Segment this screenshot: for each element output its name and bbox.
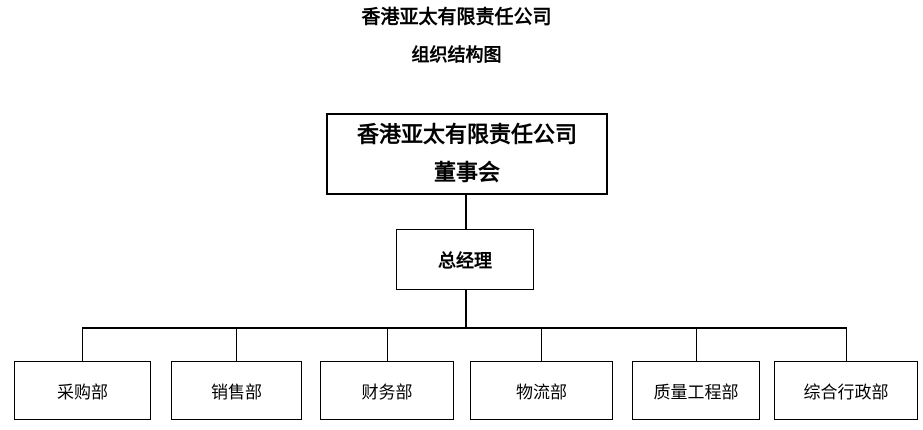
connector-drop-logistics [540,327,542,361]
department-label: 财务部 [361,383,413,403]
connector-drop-quality-engineering [695,327,697,361]
connector-drop-general-administration [845,327,847,361]
general-manager-label: 总经理 [438,250,492,272]
department-label: 物流部 [516,383,567,403]
department-box-quality-engineering: 质量工程部 [632,361,760,420]
page-subtitle: 组织结构图 [411,45,502,66]
board-of-directors-box: 香港亚太有限责任公司 董事会 [326,113,608,195]
board-box-board-line: 董事会 [433,160,500,186]
connector-board-to-gm [465,195,467,229]
department-box-procurement: 采购部 [14,361,151,420]
department-label: 质量工程部 [653,383,739,403]
connector-drop-sales [235,327,237,361]
connector-horizontal-bus [81,327,847,329]
department-box-finance: 财务部 [320,361,454,420]
page-title: 香港亚太有限责任公司 [361,6,552,28]
connector-drop-procurement [81,327,83,361]
department-box-general-administration: 综合行政部 [774,361,918,420]
department-label: 采购部 [57,383,108,403]
department-box-logistics: 物流部 [470,361,613,420]
department-label: 销售部 [211,383,262,403]
connector-drop-finance [386,327,388,361]
connector-gm-to-bus [465,290,467,327]
board-box-company-line: 香港亚太有限责任公司 [356,122,577,148]
department-label: 综合行政部 [803,383,889,403]
department-box-sales: 销售部 [171,361,302,420]
general-manager-box: 总经理 [396,229,534,290]
